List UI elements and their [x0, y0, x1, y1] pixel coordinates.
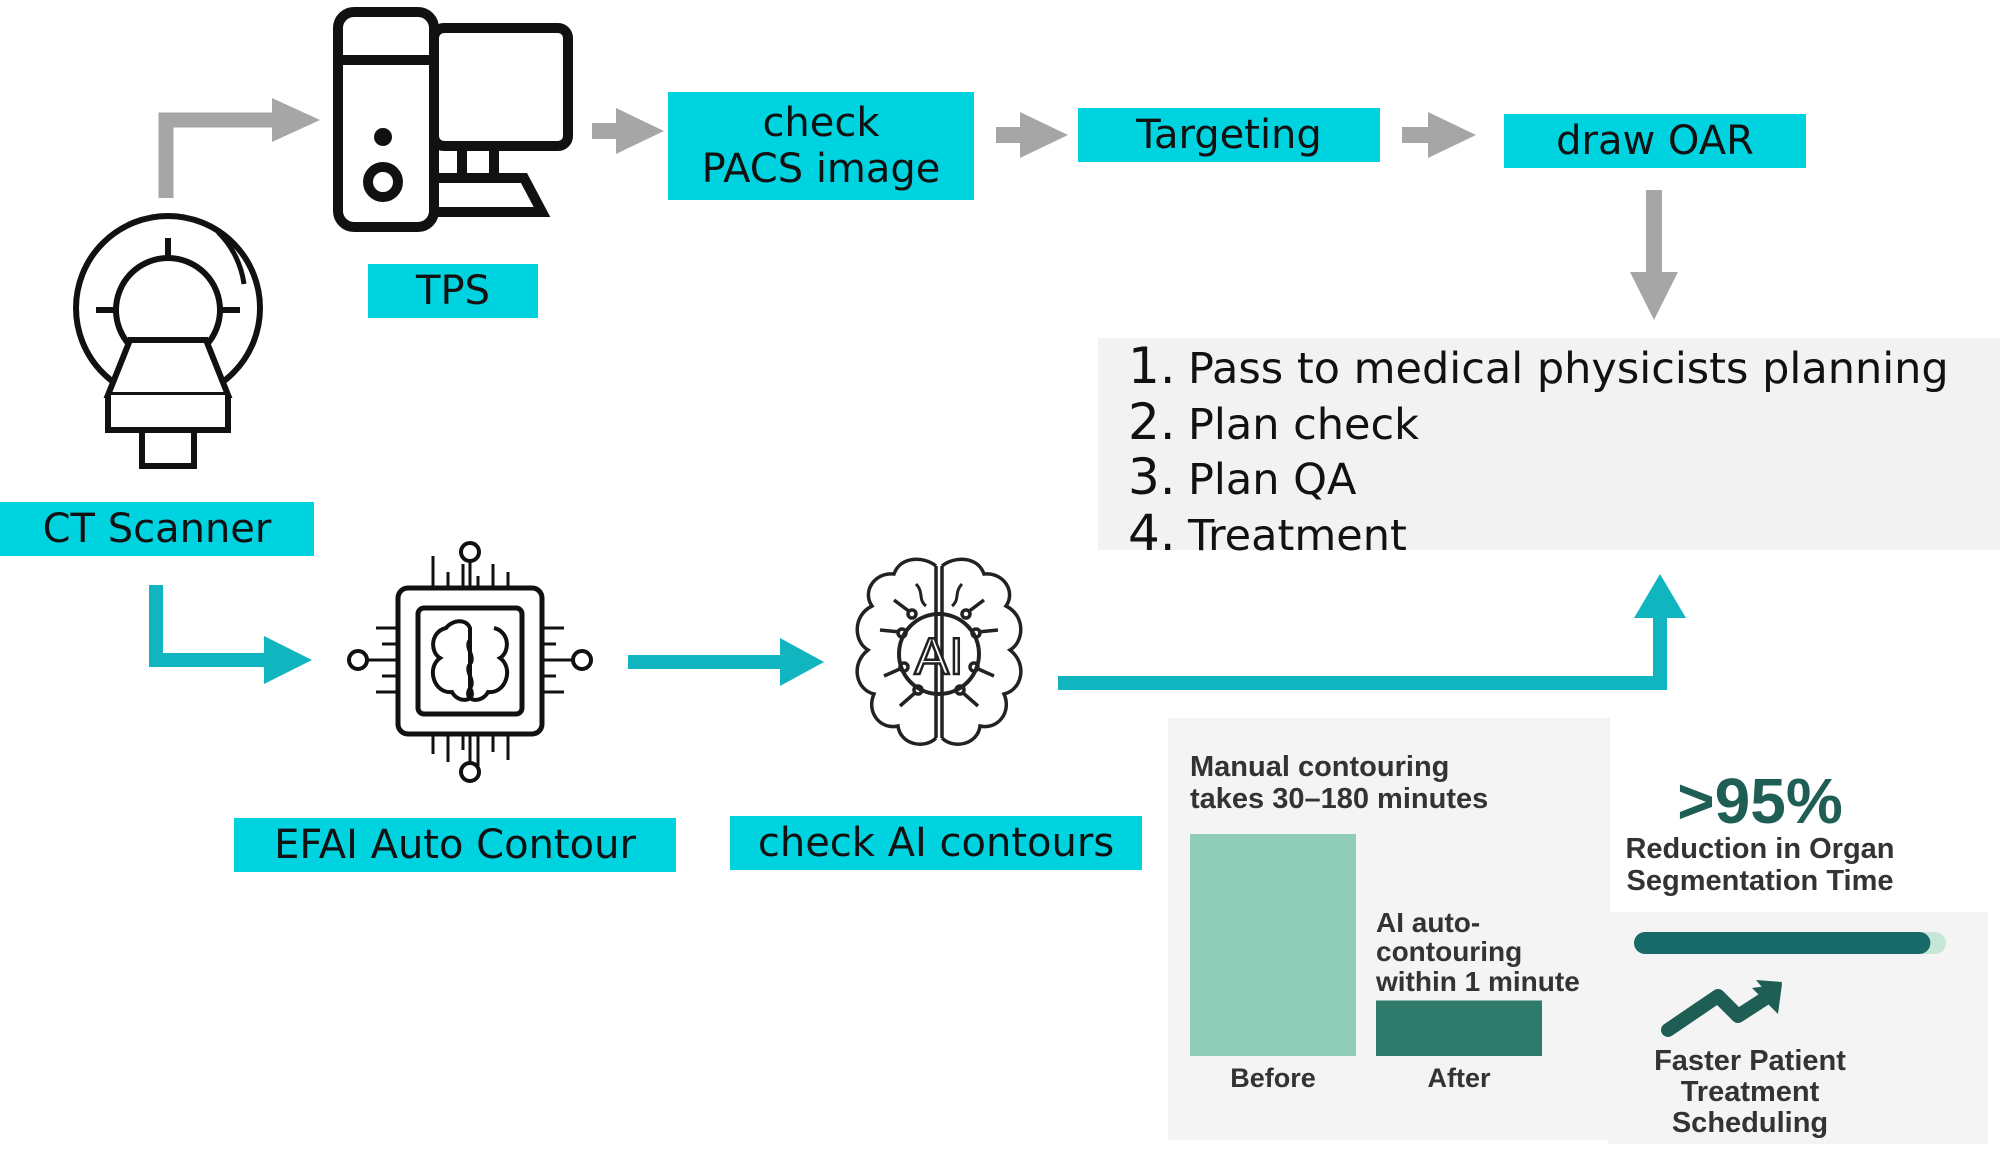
teal-arrow-scanner-to-efai [149, 585, 312, 684]
tps-label: TPS [368, 264, 538, 318]
ai-icon-text: AI [914, 628, 963, 686]
faster-line1: Faster Patient [1654, 1045, 1846, 1077]
faster-scheduling-text: Faster Patient Treatment Scheduling [1608, 1045, 1892, 1140]
manual-line1: Manual contouring [1190, 751, 1450, 783]
step-number: 3. [1128, 448, 1176, 506]
before-after-bar-chart [1190, 834, 1542, 1056]
ai-line2: contouring [1376, 936, 1523, 968]
targeting-label: Targeting [1078, 108, 1380, 162]
planning-steps-box: 1.Pass to medical physicists planning 2.… [1098, 338, 2000, 561]
gray-arrow-pacs-to-targeting [996, 112, 1068, 158]
percent-value: >95% [1677, 765, 1843, 837]
before-label: Before [1230, 1063, 1316, 1093]
gray-arrow-targeting-to-oar [1402, 112, 1476, 158]
step-number: 2. [1128, 392, 1176, 451]
ai-line1: AI auto- [1376, 907, 1481, 938]
draw-oar-label: draw OAR [1504, 114, 1806, 168]
check-ai-contours-label: check AI contours [730, 816, 1142, 870]
reduction-line1: Reduction in Organ [1625, 833, 1895, 865]
step-text: Plan QA [1188, 455, 1357, 505]
manual-line2: takes 30–180 minutes [1190, 782, 1489, 815]
step-item: 1.Pass to medical physicists planning [1128, 340, 2000, 396]
faster-line2: Treatment [1680, 1076, 1820, 1109]
faster-line3: Scheduling [1671, 1107, 1829, 1140]
teal-arrow-check-to-steps [1058, 574, 1686, 690]
chip-brain-icon [347, 541, 593, 783]
step-text: Pass to medical physicists planning [1188, 344, 1949, 394]
efai-auto-contour-label: EFAI Auto Contour [234, 818, 676, 872]
teal-arrow-efai-to-check [628, 638, 824, 686]
step-number: 4. [1128, 503, 1176, 562]
reduction-line2: Segmentation Time [1626, 864, 1894, 897]
gray-arrow-scanner-to-tps [158, 98, 320, 198]
step-item: 3.Plan QA [1128, 451, 2000, 507]
computer-icon [333, 7, 573, 232]
step-item: 4.Treatment [1128, 503, 2000, 563]
ai-brain-icon [855, 557, 1023, 746]
manual-contouring-text: Manual contouring takes 30–180 minutes [1190, 751, 1489, 816]
after-label: After [1427, 1063, 1491, 1093]
bar-before [1190, 834, 1356, 1056]
check-pacs-line1: check [762, 100, 880, 146]
step-number: 1. [1128, 337, 1176, 395]
ct-scanner-icon [73, 213, 263, 469]
check-pacs-line2: PACS image [701, 146, 941, 192]
reduction-progress-bar [1634, 932, 1946, 954]
progress-fill [1634, 932, 1931, 954]
step-item: 2.Plan check [1128, 392, 2000, 452]
ai-line3: within 1 minute [1376, 965, 1580, 997]
check-pacs-label: check PACS image [668, 92, 974, 200]
ct-scanner-label: CT Scanner [0, 502, 314, 556]
bar-after [1376, 1000, 1542, 1056]
step-text: Treatment [1188, 510, 1407, 561]
gray-arrow-oar-to-steps [1630, 190, 1678, 320]
gray-arrow-tps-to-pacs [592, 108, 664, 154]
reduction-text: Reduction in Organ Segmentation Time [1580, 833, 1940, 898]
trend-arrow-icon [1661, 980, 1782, 1037]
ai-auto-contouring-text: AI auto- contouring within 1 minute [1376, 907, 1580, 997]
step-text: Plan check [1188, 399, 1420, 450]
